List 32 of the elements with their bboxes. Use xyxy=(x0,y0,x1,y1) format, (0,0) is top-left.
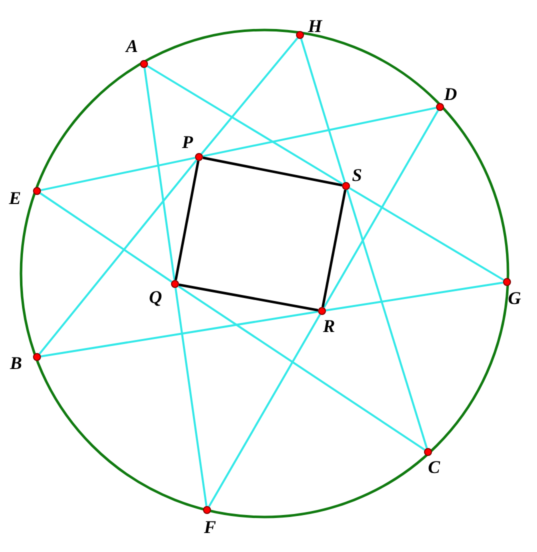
point-label: S xyxy=(352,166,362,184)
line-segment xyxy=(300,38,346,182)
point-label: R xyxy=(323,317,336,335)
point-label: E xyxy=(9,189,22,207)
line-segment xyxy=(174,288,208,506)
line-segment xyxy=(146,65,344,185)
line-segment xyxy=(200,37,298,155)
point-label: H xyxy=(308,17,322,35)
line-segment xyxy=(208,314,321,508)
line-segment xyxy=(40,310,318,358)
point-label: D xyxy=(444,85,457,103)
line-segment xyxy=(178,285,426,451)
line-segment xyxy=(40,156,196,192)
point-label: F xyxy=(204,518,216,536)
line-segment xyxy=(144,68,176,280)
point-label: A xyxy=(126,37,138,55)
line-segment xyxy=(323,110,439,308)
line-segment xyxy=(326,282,504,312)
square-side xyxy=(174,160,200,280)
square-side xyxy=(202,156,342,186)
point-label: B xyxy=(10,354,22,372)
line-segment xyxy=(38,159,198,355)
point-label: Q xyxy=(149,288,162,306)
square-side xyxy=(322,190,346,308)
line-segment xyxy=(202,106,436,158)
line-segment xyxy=(40,192,172,283)
line-segment xyxy=(348,187,504,281)
square-side xyxy=(178,284,318,312)
point-label: G xyxy=(508,289,521,307)
line-segment xyxy=(346,190,428,448)
point-label: P xyxy=(182,133,193,151)
point-label: C xyxy=(428,458,440,476)
